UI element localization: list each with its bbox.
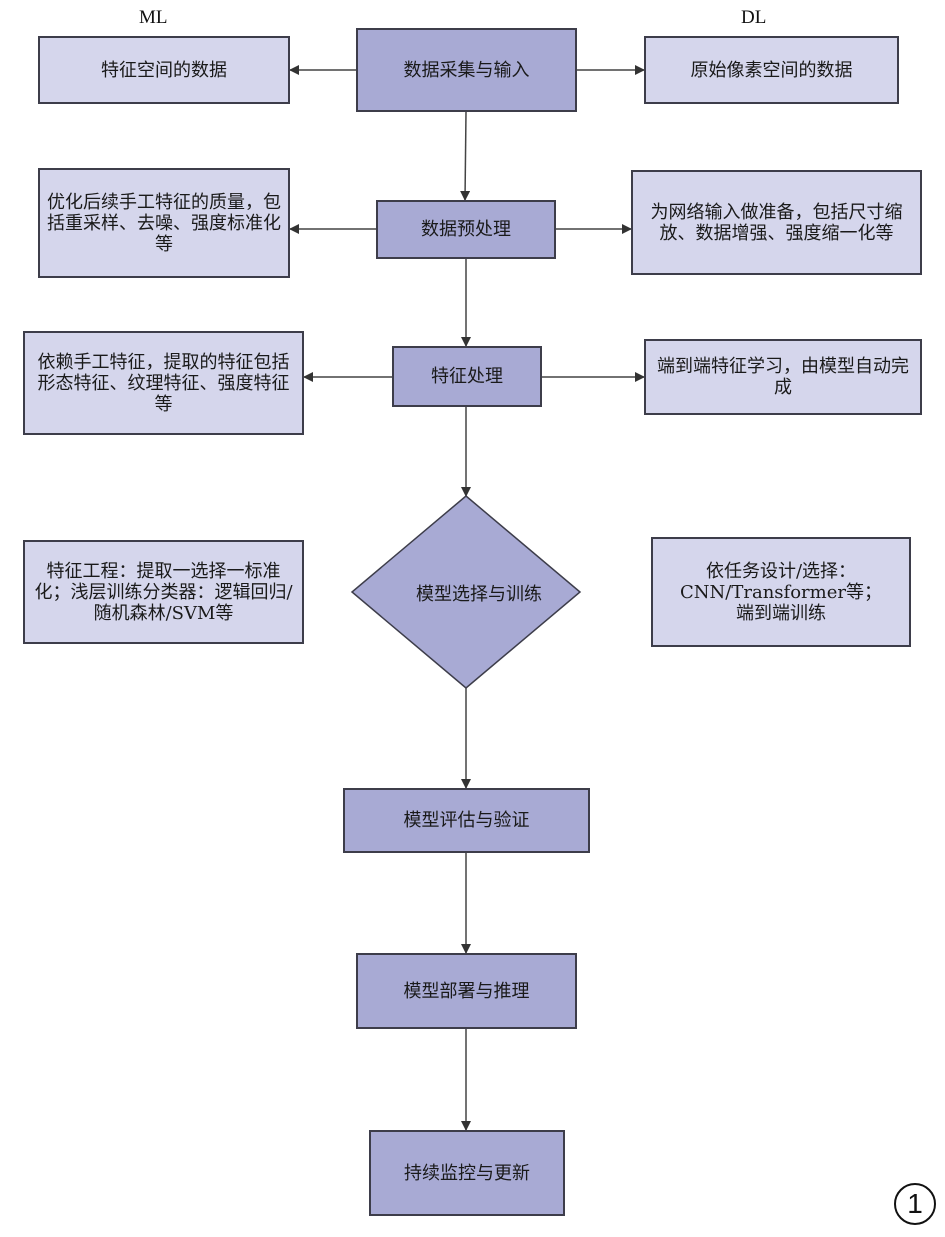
step-label: 模型评估与验证	[403, 810, 530, 831]
note-text: 端到端特征学习，由模型自动完成	[657, 356, 909, 398]
dl-note-data: 原始像素空间的数据	[644, 36, 899, 104]
step-label: 模型部署与推理	[403, 980, 530, 1002]
step-model-selection-label: 模型选择与训练	[416, 584, 542, 605]
note-text: 特征工程：提取一选择一标准化；浅层训练分类器：逻辑回归/随机森林/SVM等	[34, 560, 293, 624]
ml-column-label: ML	[139, 7, 168, 28]
dl-note-model: 依任务设计/选择：CNN/Transformer等；端到端训练	[651, 537, 911, 647]
note-text: 原始像素空间的数据	[690, 59, 853, 81]
step-label: 持续监控与更新	[404, 1162, 530, 1184]
note-text: 为网络输入做准备，包括尺寸缩放、数据增强、强度缩一化等	[650, 201, 903, 244]
step-label: 数据预处理	[421, 219, 511, 240]
step-model-deployment: 模型部署与推理	[356, 953, 577, 1029]
ml-note-model: 特征工程：提取一选择一标准化；浅层训练分类器：逻辑回归/随机森林/SVM等	[23, 540, 304, 644]
step-model-evaluation: 模型评估与验证	[343, 788, 590, 853]
step-preprocessing: 数据预处理	[376, 200, 556, 259]
ml-note-preprocessing: 优化后续手工特征的质量，包括重采样、去噪、强度标准化等	[38, 168, 290, 278]
figure-number-badge: 1	[894, 1183, 936, 1225]
dl-note-features: 端到端特征学习，由模型自动完成	[644, 339, 922, 415]
ml-note-data: 特征空间的数据	[38, 36, 290, 104]
model-selection-diamond	[350, 495, 582, 689]
note-text: 优化后续手工特征的质量，包括重采样、去噪、强度标准化等	[47, 191, 281, 255]
step-label: 数据采集与输入	[403, 59, 530, 81]
step-feature-processing: 特征处理	[392, 346, 542, 407]
step-label: 特征处理	[431, 366, 503, 387]
note-text: 依赖手工特征，提取的特征包括形态特征、纹理特征、强度特征等	[37, 351, 290, 415]
note-text: 依任务设计/选择：CNN/Transformer等；端到端训练	[680, 560, 882, 624]
dl-note-preprocessing: 为网络输入做准备，包括尺寸缩放、数据增强、强度缩一化等	[631, 170, 922, 275]
ml-note-features: 依赖手工特征，提取的特征包括形态特征、纹理特征、强度特征等	[23, 331, 304, 435]
step-monitoring: 持续监控与更新	[369, 1130, 565, 1216]
note-text: 特征空间的数据	[101, 59, 227, 81]
dl-column-label: DL	[741, 7, 767, 28]
arrow-step1-to-step2	[460, 111, 471, 201]
step-data-acquisition: 数据采集与输入	[356, 28, 577, 112]
